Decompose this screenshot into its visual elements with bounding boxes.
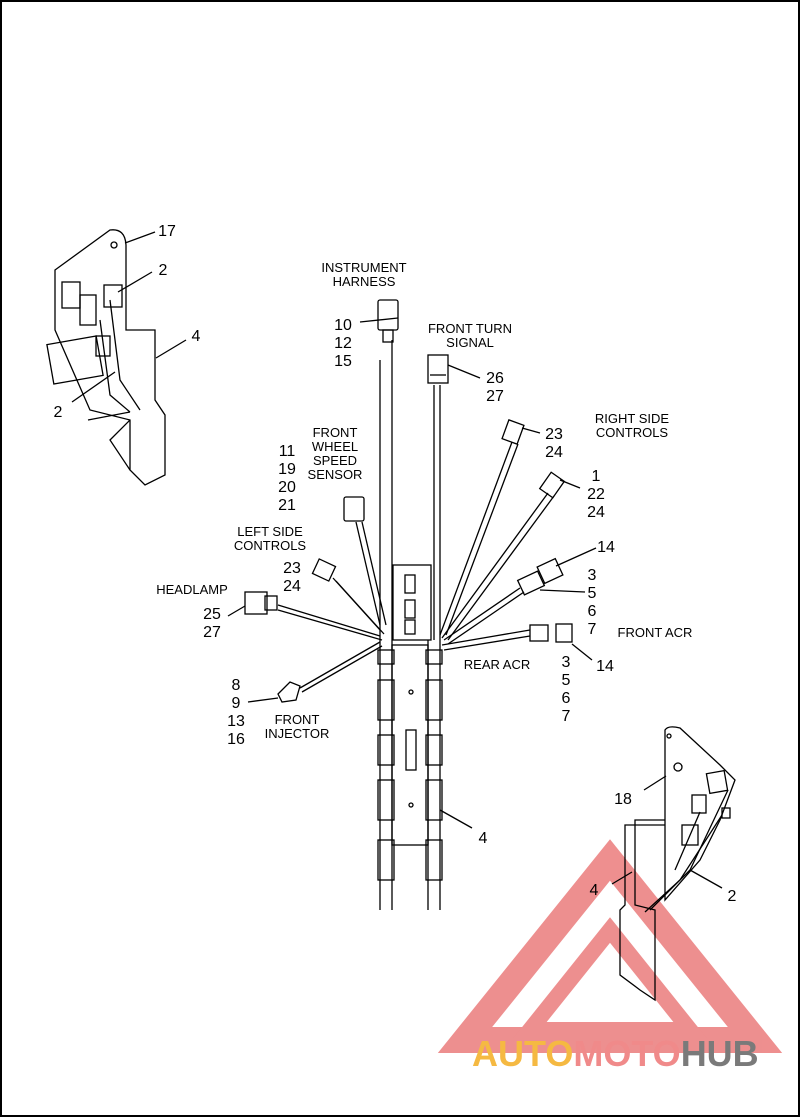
ref-number: 19	[278, 461, 296, 478]
left-inset-bracket	[46, 229, 187, 486]
ref-number: 3	[588, 567, 597, 584]
ref-number: 27	[486, 388, 504, 405]
ref-number: 24	[545, 444, 563, 461]
front-wheel-speed-sensor-label: WHEEL	[312, 439, 358, 454]
watermark-hub: HUB	[681, 1033, 759, 1074]
front-turn-signal-label: FRONT TURN	[428, 321, 512, 336]
branch-wires	[227, 419, 597, 703]
ref-number: 17	[158, 223, 176, 240]
front-wheel-speed-sensor-label: SPEED	[313, 453, 357, 468]
ref-number: 23	[545, 426, 563, 443]
watermark-auto: AUTO	[472, 1033, 573, 1074]
watermark-text: AUTOMOTOHUB	[472, 1033, 759, 1074]
ref-number: 11	[279, 443, 296, 460]
ref-number: 4	[590, 882, 599, 899]
ref-number: 5	[562, 672, 571, 689]
ref-number: 3	[562, 654, 571, 671]
front-acr-label: FRONT ACR	[618, 625, 693, 640]
ref-number: 26	[486, 370, 504, 387]
ref-number: 8	[232, 677, 241, 694]
ref-number: 18	[614, 791, 632, 808]
ref-number: 14	[597, 539, 615, 556]
instrument-harness-label: INSTRUMENT	[321, 260, 406, 275]
ref-number: 24	[283, 578, 301, 595]
front-wheel-speed-sensor-label: FRONT	[313, 425, 358, 440]
instrument-harness-label: HARNESS	[333, 274, 396, 289]
front-injector-label: FRONT	[275, 712, 320, 727]
right-inset-bracket	[611, 726, 736, 1002]
ref-number: 7	[588, 621, 597, 638]
ref-number: 21	[278, 497, 296, 514]
ref-number: 2	[728, 888, 737, 905]
ref-number: 20	[278, 479, 296, 496]
ref-number: 6	[562, 690, 571, 707]
left-side-controls-label: LEFT SIDE	[237, 524, 303, 539]
ref-number: 22	[587, 486, 605, 503]
ref-number: 9	[232, 695, 241, 712]
right-side-controls-label: CONTROLS	[596, 425, 669, 440]
front-turn-signal-label: SIGNAL	[446, 335, 494, 350]
watermark-moto: MOTO	[573, 1033, 680, 1074]
ref-number: 2	[159, 262, 168, 279]
left-side-controls-label: CONTROLS	[234, 538, 307, 553]
ref-number: 27	[203, 624, 221, 641]
rear-acr-label: REAR ACR	[464, 657, 530, 672]
front-wheel-speed-sensor-label: SENSOR	[308, 467, 363, 482]
ref-number: 14	[596, 658, 614, 675]
ref-number: 4	[479, 830, 488, 847]
ref-number: 4	[192, 328, 201, 345]
right-side-controls-label: RIGHT SIDE	[595, 411, 669, 426]
ref-number: 5	[588, 585, 597, 602]
front-injector-label: INJECTOR	[265, 726, 330, 741]
ref-number: 23	[283, 560, 301, 577]
main-harness	[359, 299, 481, 910]
ref-number: 25	[203, 606, 221, 623]
ref-number: 24	[587, 504, 605, 521]
headlamp-label: HEADLAMP	[156, 582, 228, 597]
ref-number: 7	[562, 708, 571, 725]
ref-number: 2	[54, 404, 63, 421]
ref-number: 13	[227, 713, 245, 730]
ref-number: 1	[592, 468, 601, 485]
ref-number: 6	[588, 603, 597, 620]
watermark-logo-icon	[437, 839, 783, 1053]
ref-number: 15	[334, 353, 352, 370]
ref-number: 16	[227, 731, 245, 748]
ref-number: 10	[334, 317, 352, 334]
ref-number: 12	[334, 335, 352, 352]
